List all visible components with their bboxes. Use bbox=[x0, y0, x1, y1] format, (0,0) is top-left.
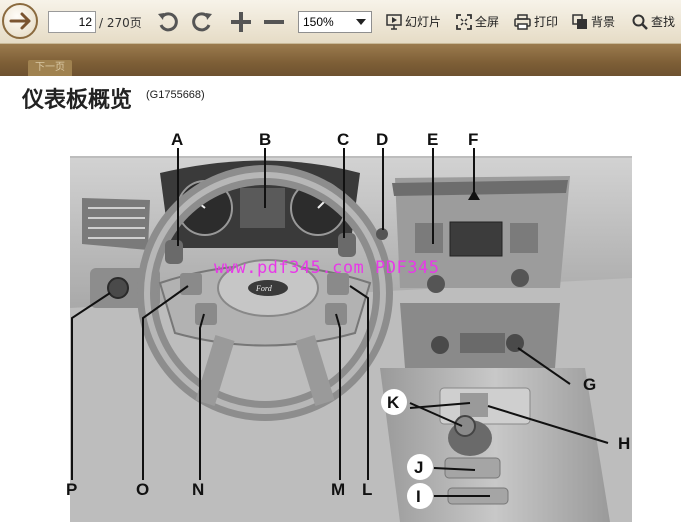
callout-i: I bbox=[416, 487, 421, 506]
callout-h: H bbox=[618, 434, 631, 453]
slideshow-icon bbox=[386, 13, 402, 30]
rotate-left-icon[interactable] bbox=[155, 9, 181, 35]
callout-c: C bbox=[337, 130, 350, 149]
callout-f: F bbox=[468, 130, 479, 149]
slideshow-label: 幻灯片 bbox=[405, 15, 442, 29]
nav-strip bbox=[0, 44, 681, 76]
page-total: / 270页 bbox=[99, 16, 142, 30]
viewer-toolbar: / 270页 150% 幻灯片 全屏 打印 背景 查找 bbox=[0, 0, 681, 44]
background-button[interactable]: 背景 bbox=[572, 13, 615, 30]
fullscreen-icon bbox=[456, 13, 472, 30]
watermark-text: www.pdf345.com PDF345 bbox=[214, 258, 440, 278]
fullscreen-label: 全屏 bbox=[475, 15, 500, 29]
page-number-input[interactable] bbox=[48, 11, 96, 33]
search-label: 查找 bbox=[651, 15, 676, 29]
center-stack bbox=[392, 176, 570, 368]
leader-lines bbox=[71, 148, 609, 497]
page-code: (G1755668) bbox=[146, 89, 205, 101]
zoom-value: 150% bbox=[303, 15, 334, 29]
left-air-vent bbox=[82, 198, 150, 250]
print-button[interactable]: 打印 bbox=[514, 13, 558, 30]
background-icon bbox=[572, 13, 587, 29]
page-title: 仪表板概览 bbox=[22, 88, 133, 113]
fullscreen-button[interactable]: 全屏 bbox=[456, 13, 499, 30]
back-arrow-icon[interactable] bbox=[2, 3, 38, 39]
callout-a: A bbox=[171, 130, 184, 149]
background-label: 背景 bbox=[591, 15, 616, 29]
callout-o: O bbox=[136, 480, 150, 499]
zoom-in-icon[interactable] bbox=[228, 9, 254, 35]
search-button[interactable]: 查找 bbox=[632, 13, 675, 30]
chevron-down-icon bbox=[356, 19, 366, 25]
slideshow-button[interactable]: 幻灯片 bbox=[386, 13, 441, 30]
callout-l: L bbox=[362, 480, 373, 499]
callout-j: J bbox=[414, 458, 424, 477]
print-icon bbox=[514, 13, 531, 30]
dashboard-illustration: Ford bbox=[70, 148, 632, 522]
callout-n: N bbox=[192, 480, 205, 499]
callout-e: E bbox=[427, 130, 439, 149]
svg-text:Ford: Ford bbox=[255, 284, 273, 293]
zoom-select[interactable]: 150% bbox=[298, 11, 372, 33]
search-icon bbox=[632, 14, 648, 30]
callout-b: B bbox=[259, 130, 272, 149]
zoom-out-icon[interactable] bbox=[261, 9, 287, 35]
rotate-right-icon[interactable] bbox=[189, 9, 215, 35]
steering-wheel: Ford bbox=[137, 165, 393, 421]
callout-d: D bbox=[376, 130, 389, 149]
callout-m: M bbox=[331, 480, 346, 499]
callout-g: G bbox=[583, 375, 597, 394]
callout-k: K bbox=[387, 393, 400, 412]
callout-p: P bbox=[66, 480, 78, 499]
print-label: 打印 bbox=[534, 15, 559, 29]
next-page-button[interactable]: 下一页 bbox=[28, 60, 72, 76]
